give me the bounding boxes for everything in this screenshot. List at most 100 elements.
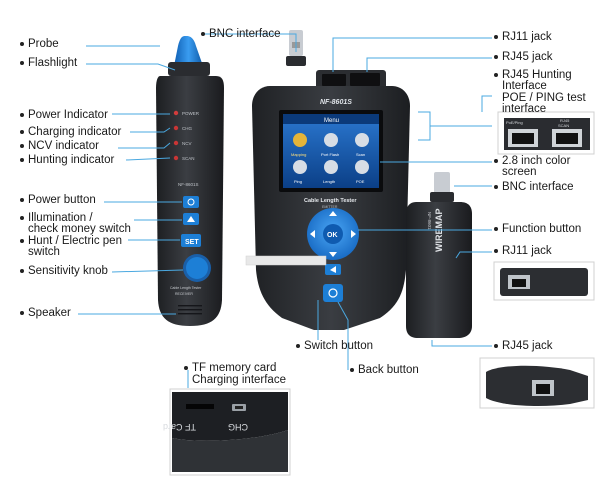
power-icon — [187, 198, 195, 206]
menu-icon-ping[interactable] — [293, 160, 307, 174]
sensitivity-knob-face — [186, 257, 208, 279]
brand-line-2: EMITTER — [322, 205, 338, 209]
leader-bracket — [418, 111, 431, 141]
menu-icon-scan[interactable] — [355, 133, 369, 147]
leader-rj45-hunting — [481, 95, 492, 112]
label-tf-card-1: TF memory card — [192, 362, 277, 374]
menu-icon-portflash[interactable] — [324, 133, 338, 147]
label-sensitivity-knob: Sensitivity knob — [28, 265, 108, 277]
probe-collar — [168, 62, 210, 76]
inset-rj45 — [479, 357, 595, 409]
power-led — [173, 110, 179, 116]
menu-label-poe: POE — [356, 179, 365, 184]
label-rj11-jack-right: RJ11 jack — [502, 245, 552, 257]
leader-charging-indicator — [130, 127, 171, 133]
leader-back — [337, 301, 349, 370]
label-switch-button: Switch button — [304, 340, 374, 352]
inset-tf-card: TF Card CHG — [163, 388, 291, 476]
label-bnc-interface-top: BNC interface — [209, 28, 281, 40]
menu-icon-length[interactable] — [324, 160, 338, 174]
probe-power-button[interactable] — [183, 196, 199, 208]
ncv-led — [173, 140, 179, 146]
speaker-grille — [178, 305, 202, 315]
inset-poe-left-label: PoE/Ping — [506, 120, 523, 125]
ok-button[interactable] — [323, 224, 343, 244]
label-illumination-1: Illumination / — [28, 212, 93, 224]
leader-rj45-bottom — [431, 340, 492, 347]
inset-tf-label: TF Card — [163, 422, 196, 432]
leader-ncv-indicator — [118, 142, 171, 149]
label-color-screen-2: screen — [502, 166, 537, 178]
probe-set-button[interactable] — [181, 234, 201, 247]
label-bnc-interface-right: BNC interface — [502, 181, 574, 193]
switch-button[interactable] — [323, 284, 343, 302]
scan-led — [173, 155, 179, 161]
inset-poe-right-label-2: SCAN — [558, 123, 569, 128]
label-hunt-1: Hunt / Electric pen — [28, 235, 122, 247]
bnc-connector-right — [434, 172, 450, 194]
tf-card-slot — [186, 404, 214, 409]
set-button-label: SET — [185, 239, 199, 246]
label-rj45-hunting-2: Interface — [502, 80, 547, 92]
screen-menu: Mapping Port Flash Scan Ping Length POE — [291, 133, 369, 184]
main-model-label: NF-8601S — [320, 99, 352, 106]
label-poe-2: interface — [502, 103, 547, 115]
led-label-scan: SCAN — [182, 156, 195, 161]
color-screen — [283, 114, 379, 188]
label-flashlight: Flashlight — [28, 57, 78, 69]
label-power-indicator: Power Indicator — [28, 109, 108, 121]
leader-rj11-top — [332, 37, 492, 72]
label-color-screen-1: 2.8 inch color — [502, 155, 571, 167]
back-arrow-icon — [330, 266, 336, 273]
led-label-chg: CHG — [182, 126, 192, 131]
menu-label-portflash: Port Flash — [321, 152, 339, 157]
menu-label-ping: Ping — [294, 179, 302, 184]
cable-strip — [245, 255, 327, 266]
label-speaker: Speaker — [28, 307, 71, 319]
remote-model-label: NF-8601 — [427, 212, 432, 230]
label-hunting-indicator: Hunting indicator — [28, 154, 115, 166]
menu-label-scan: Scan — [356, 152, 365, 157]
charging-led — [173, 125, 179, 131]
leader-rj11-right — [455, 251, 492, 259]
label-illumination-2: check money switch — [28, 223, 131, 235]
label-rj45-hunting-1: RJ45 Hunting — [502, 69, 572, 81]
label-tf-card-2: Charging interface — [192, 374, 286, 386]
menu-label-mapping: Mapping — [291, 152, 306, 157]
label-power-button: Power button — [28, 194, 96, 206]
leader-bnc-top — [204, 33, 297, 52]
label-charging-indicator: Charging indicator — [28, 126, 122, 138]
inset-poe-ports: PoE/Ping RJ45 SCAN — [497, 111, 595, 155]
rj11-port — [322, 74, 346, 86]
probe-tip — [174, 36, 203, 66]
label-hunt-2: switch — [28, 246, 60, 258]
main-device: NF-8601S Menu Mapping Port Flash Scan Pi… — [245, 30, 410, 330]
flashlight-icon — [187, 216, 195, 222]
brand-line-1: Cable Length Tester — [304, 198, 357, 204]
label-rj11-jack-top: RJ11 jack — [502, 31, 552, 43]
probe-device: POWER CHG NCV SCAN NF-8601S SET Cable Le… — [156, 36, 224, 326]
left-arrow-icon — [310, 230, 315, 238]
menu-icon-poe[interactable] — [355, 160, 369, 174]
label-probe: Probe — [28, 38, 59, 50]
probe-led-panel: POWER CHG NCV SCAN — [173, 110, 200, 161]
up-arrow-icon — [329, 211, 337, 216]
label-ncv-indicator: NCV indicator — [28, 140, 99, 152]
down-arrow-icon — [329, 252, 337, 257]
leader-rj45-top — [366, 57, 492, 72]
label-back-button: Back button — [358, 364, 419, 376]
remote-unit-body — [406, 202, 472, 338]
leader-flashlight — [86, 63, 176, 71]
label-dots — [20, 32, 498, 372]
remote-unit: NF-8601 WIREMAP — [406, 172, 472, 338]
menu-icon-mapping[interactable] — [293, 133, 307, 147]
inset-chg-label: CHG — [228, 422, 248, 432]
inset-poe-right-label-1: RJ45 — [560, 118, 570, 123]
leader-sensitivity — [111, 269, 184, 273]
label-rj45-jack-top: RJ45 jack — [502, 51, 553, 63]
led-label-power: POWER — [182, 111, 200, 116]
leader-hunting-indicator — [125, 157, 171, 161]
rj45-port — [350, 73, 380, 86]
label-poe-1: POE / PING test — [502, 92, 586, 104]
switch-power-icon — [328, 288, 338, 298]
